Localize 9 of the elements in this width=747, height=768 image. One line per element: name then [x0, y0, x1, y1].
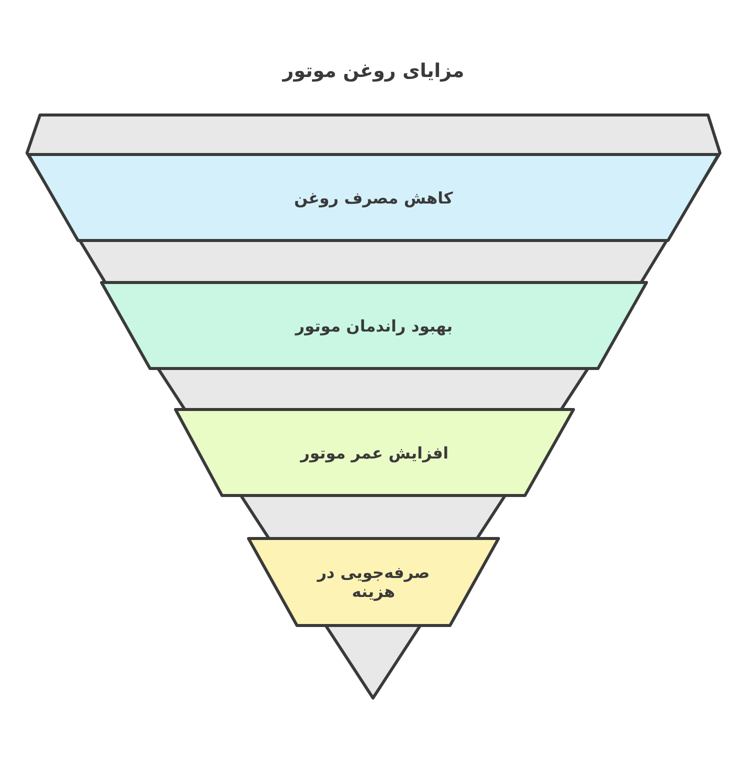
band-label: کاهش مصرف روغن	[293, 188, 454, 207]
funnel-band	[100, 281, 648, 370]
funnel-band	[174, 408, 575, 497]
band-label: صرفه‌جویی در هزینه	[316, 563, 431, 601]
funnel-band	[247, 537, 500, 627]
title: مزایای روغن موتور	[281, 60, 466, 82]
funnel-band	[27, 153, 720, 242]
band-label: بهبود راندمان موتور	[294, 316, 454, 335]
band-label: افزایش عمر موتور	[298, 443, 450, 462]
